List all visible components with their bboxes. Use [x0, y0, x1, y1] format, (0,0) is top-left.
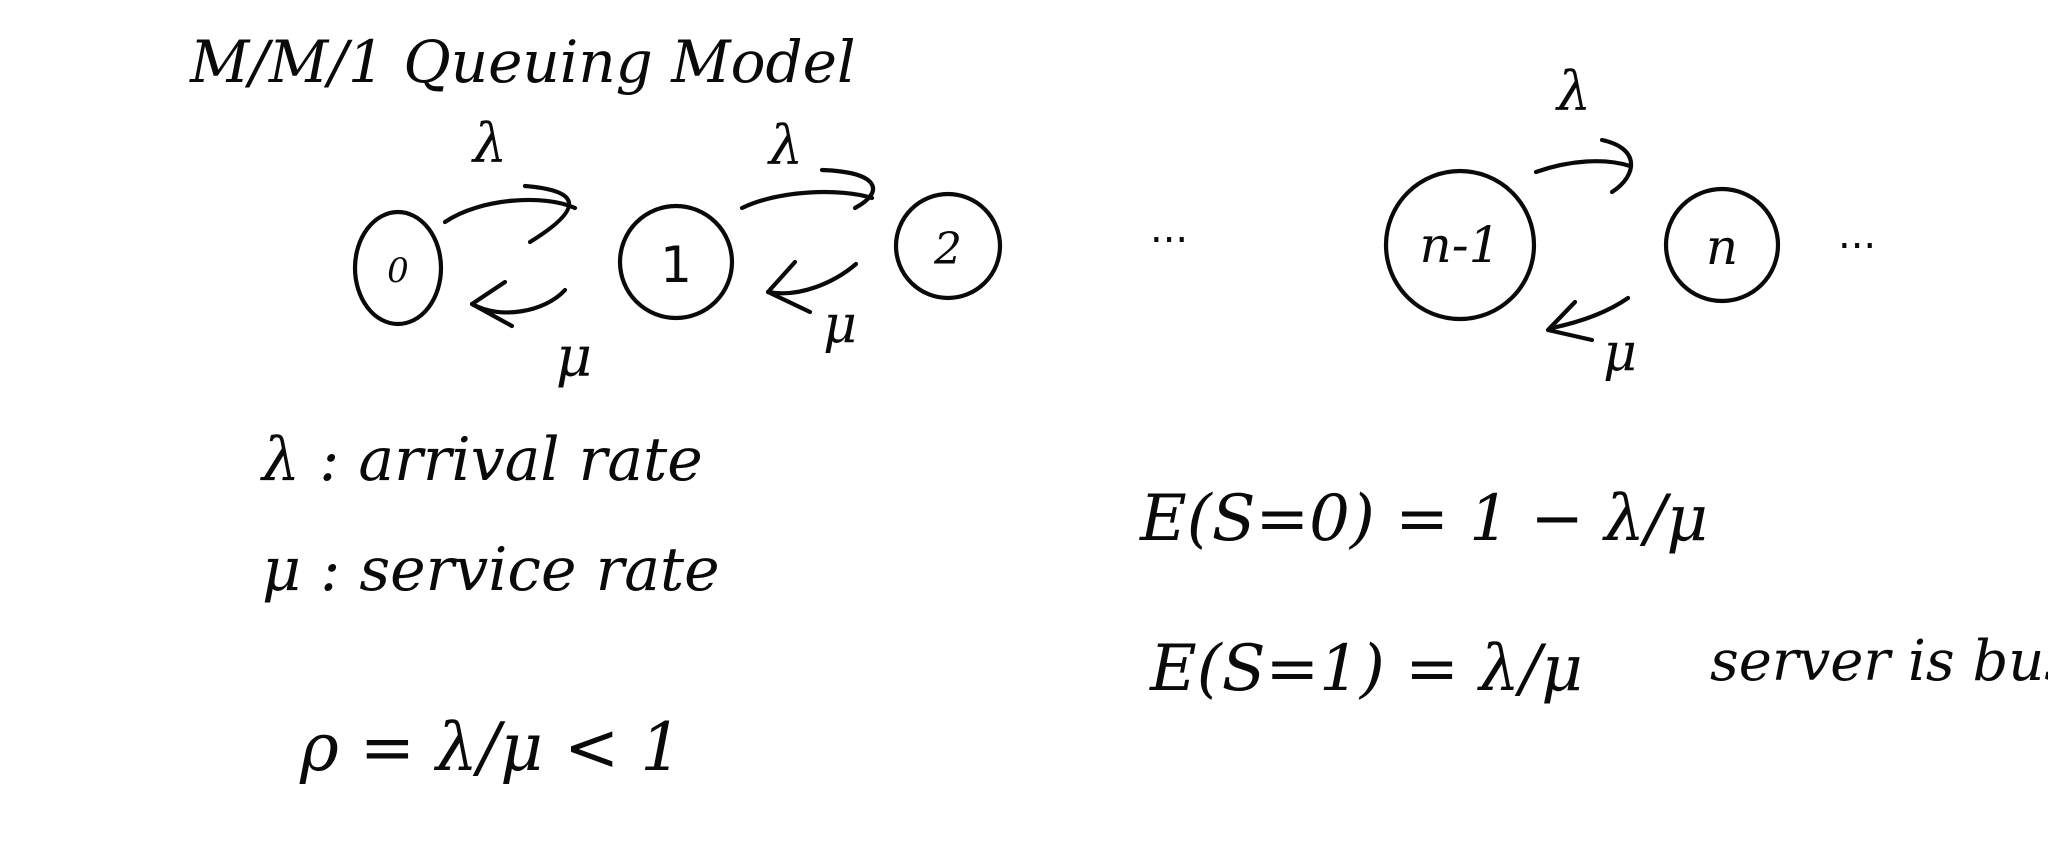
state-node-0: 0 — [352, 209, 444, 327]
arrowhead — [765, 259, 813, 315]
arrowhead — [522, 183, 571, 245]
arrowhead — [819, 167, 876, 211]
busy-probability-equation: E(S=1) = λ/μ — [1149, 632, 1583, 706]
service-rate-definition: μ : service rate — [262, 535, 720, 605]
ellipsis-middle: ... — [1150, 206, 1188, 252]
service-rate-label: μ — [1603, 323, 1637, 383]
state-circle — [1383, 168, 1537, 322]
state-label: n-1 — [1420, 216, 1501, 274]
arrow-curve — [739, 189, 875, 211]
state-label: 1 — [660, 236, 692, 294]
arrowhead — [1599, 137, 1634, 195]
state-circle — [1663, 186, 1781, 304]
arrowhead — [1545, 299, 1595, 343]
state-node-1: 1 — [617, 203, 735, 321]
state-label: n — [1706, 218, 1738, 276]
arrival-rate-label: λ — [471, 112, 507, 175]
state-node-n-minus-1: n-1 — [1383, 168, 1537, 322]
arrow-curve — [765, 261, 859, 296]
service-rate-label: μ — [556, 325, 592, 390]
arrival-rate-definition: λ : arrival rate — [260, 425, 703, 495]
utilization-condition: ρ = λ/μ < 1 — [299, 709, 682, 786]
arrival-arrow-1-to-2: λ — [739, 114, 876, 211]
arrow-curve — [1549, 295, 1631, 331]
service-arrow-1-to-0: μ — [469, 279, 592, 390]
service-rate-label: μ — [823, 295, 857, 355]
service-arrow-n-to-n-minus-1: μ — [1545, 295, 1637, 383]
arrival-rate-label: λ — [767, 114, 803, 177]
state-circle — [352, 209, 444, 327]
service-arrow-2-to-1: μ — [765, 259, 859, 355]
ellipsis-right: ... — [1838, 212, 1876, 258]
arrow-curve — [1533, 159, 1633, 175]
state-label: 2 — [933, 224, 962, 275]
arrowhead — [469, 279, 515, 329]
state-node-n: n — [1663, 186, 1781, 304]
arrival-arrow-n-minus-1-to-n: λ — [1533, 60, 1634, 195]
state-label: 0 — [387, 251, 409, 291]
arrival-arrow-0-to-1: λ — [442, 112, 578, 245]
busy-server-note: server is busy — [1710, 629, 2048, 694]
state-circle — [893, 191, 1003, 301]
arrival-rate-label: λ — [1555, 60, 1591, 123]
arrow-curve — [442, 197, 578, 225]
state-circle — [617, 203, 735, 321]
diagram-title: M/M/1 Queuing Model — [189, 28, 856, 96]
idle-probability-equation: E(S=0) = 1 − λ/μ — [1139, 482, 1708, 556]
state-node-2: 2 — [893, 191, 1003, 301]
